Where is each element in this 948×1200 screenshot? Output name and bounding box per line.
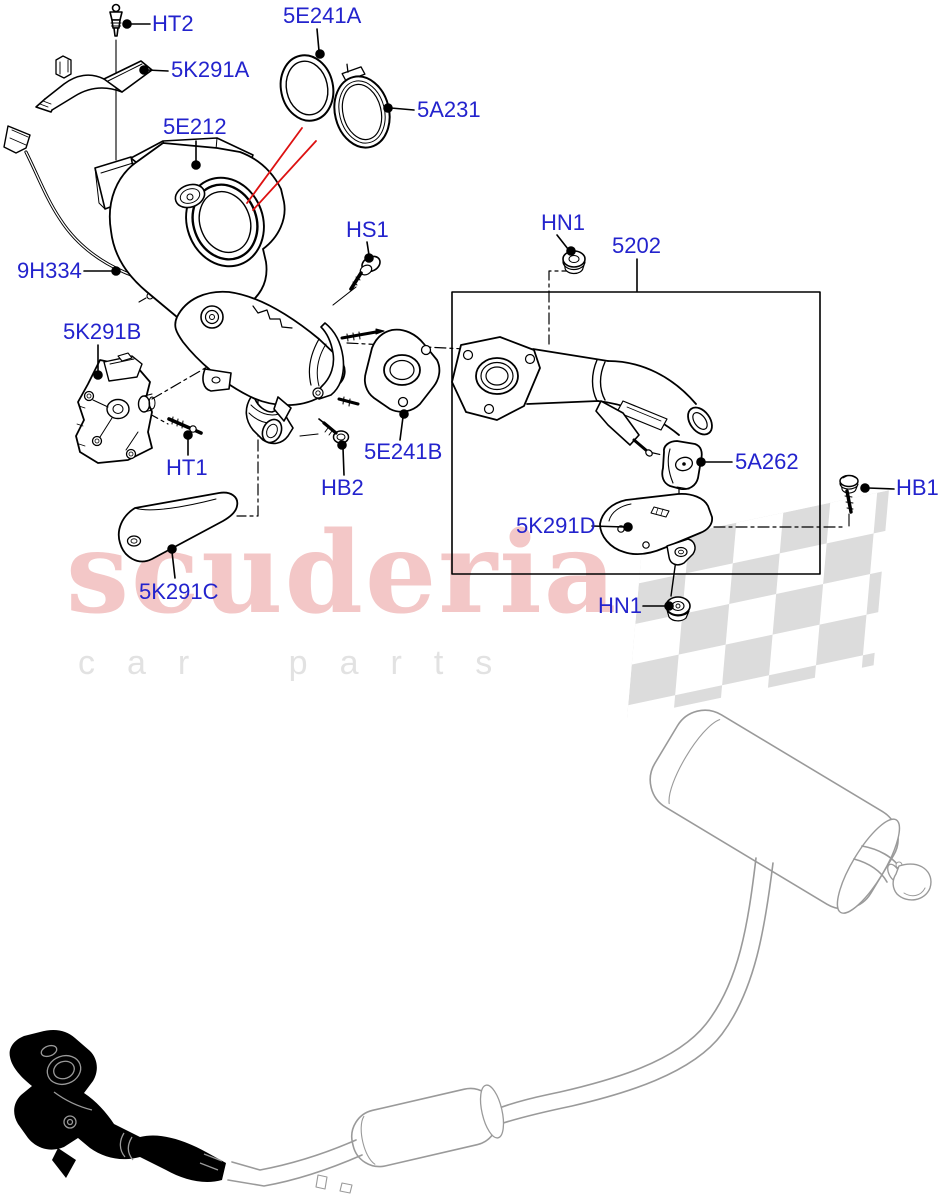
leader-hb2: [337, 440, 347, 476]
part-label-5k291d: 5K291D: [516, 513, 596, 538]
front-pipe-highlight: [9, 1030, 227, 1182]
part-label-hs1: HS1: [346, 217, 389, 242]
oxygen-sensor-ht2: [109, 3, 123, 37]
leader-5e241b: [399, 409, 409, 441]
front-pipe-highlight-details: [40, 1044, 223, 1171]
front-pipe-assembly: [451, 336, 713, 457]
part-label-5k291a: 5K291A: [171, 57, 250, 82]
part-label-5a231: 5A231: [417, 97, 481, 122]
part-label-5e212: 5E212: [163, 114, 227, 139]
gasket-5e241a: [279, 54, 335, 122]
part-label-hb2: HB2: [321, 475, 364, 500]
red-pointer-lines: [246, 127, 317, 211]
center-muffler: [350, 1084, 505, 1168]
callout-leaders: [83, 19, 895, 611]
tailpipe: [853, 845, 932, 901]
hanger-bracket-5k291d: [599, 493, 713, 566]
rear-muffler: [649, 709, 901, 914]
bolt-hb1: [839, 474, 859, 514]
part-label-hn1-top: HN1: [541, 210, 586, 235]
rear-exhaust-ghost: [227, 709, 932, 1194]
leader-hb1: [860, 483, 895, 493]
bolt-hs1: [349, 255, 381, 291]
support-bracket-5k291b: [75, 352, 156, 464]
leader-hs1: [364, 241, 374, 263]
stud-ht1: [167, 416, 203, 435]
part-label-5202: 5202: [612, 233, 661, 258]
part-label-5k291b: 5K291B: [63, 319, 142, 344]
part-label-5k291c: 5K291C: [139, 579, 219, 604]
rubber-mount-5a262: [661, 440, 703, 491]
leader-hn1-bottom: [642, 601, 674, 611]
leader-9h334: [83, 266, 121, 276]
watermark-tagline: car parts: [78, 644, 525, 682]
leader-5k291a: [139, 65, 169, 75]
mid-pipe: [493, 857, 774, 1125]
leader-hn1-top: [556, 234, 576, 256]
part-label-9h334: 9H334: [17, 258, 82, 283]
heat-shield-5k291c: [117, 491, 239, 563]
leader-5k291b: [93, 344, 103, 380]
part-label-hn1-bottom: HN1: [598, 593, 643, 618]
leader-ht2: [122, 19, 151, 29]
part-label-ht1: HT1: [166, 455, 208, 480]
clamp-5a231: [333, 63, 391, 149]
leader-5e212: [191, 140, 201, 170]
kit-box-5202: [451, 291, 821, 575]
part-label-5a262: 5A262: [735, 449, 799, 474]
bolt-hb2: [318, 418, 350, 444]
gasket-5e241b: [363, 328, 441, 413]
leader-5k291d: [591, 522, 633, 532]
center-pipe-left: [227, 1139, 363, 1194]
leader-5e241a: [315, 28, 325, 59]
leader-5a231: [383, 103, 415, 113]
part-label-hb1: HB1: [896, 475, 939, 500]
leader-ht1: [183, 430, 193, 456]
leader-5k291c: [167, 544, 177, 579]
part-label-ht2: HT2: [152, 11, 194, 36]
leader-5a262: [696, 457, 733, 467]
catalytic-converter-5e212: [94, 137, 385, 445]
sensor-bracket-5k291a: [35, 55, 153, 113]
part-label-5e241a: 5E241A: [283, 3, 362, 28]
part-label-5e241b: 5E241B: [364, 439, 443, 464]
